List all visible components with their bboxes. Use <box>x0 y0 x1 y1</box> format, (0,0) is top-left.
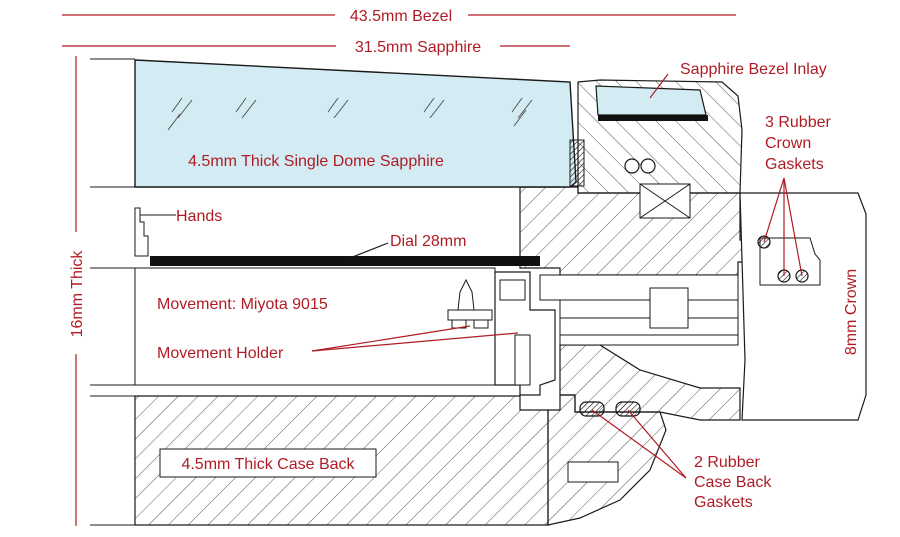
movement-holder-label: Movement Holder <box>157 345 284 362</box>
crown-gaskets-line-3: Gaskets <box>765 156 824 173</box>
case-back-gaskets: 2 Rubber Case Back Gaskets <box>579 401 772 511</box>
crown: 8mm Crown <box>739 192 867 421</box>
movement-label: Movement: Miyota 9015 <box>157 296 328 313</box>
sapphire-dimension: 31.5mm Sapphire <box>62 39 570 56</box>
dial: Dial 28mm <box>150 233 540 266</box>
case-back: 4.5mm Thick Case Back <box>134 394 667 526</box>
bezel-inlay-callout: Sapphire Bezel Inlay <box>649 61 827 99</box>
thickness-dimension-label: 16mm Thick <box>69 250 86 338</box>
sapphire-dimension-label: 31.5mm Sapphire <box>355 39 481 56</box>
glass-reflection-marks <box>167 97 533 131</box>
movement-holder-callout: Movement Holder <box>157 325 519 362</box>
crown-dimension-label: 8mm Crown <box>843 269 860 355</box>
bezel-dimension-label: 43.5mm Bezel <box>350 8 452 25</box>
case-back-gaskets-line-3: Gaskets <box>694 494 753 511</box>
bezel <box>577 79 743 219</box>
crown-gaskets-callout: 3 Rubber Crown Gaskets <box>763 114 831 277</box>
case-back-label: 4.5mm Thick Case Back <box>181 456 355 473</box>
case-back-gaskets-line-2: Case Back <box>694 474 772 491</box>
crown-gaskets-line-1: 3 Rubber <box>765 114 831 131</box>
mid-case <box>519 186 746 421</box>
crown-gaskets-line-2: Crown <box>765 135 811 152</box>
case-back-gaskets-line-1: 2 Rubber <box>694 454 760 471</box>
bezel-inlay-label: Sapphire Bezel Inlay <box>680 61 827 78</box>
dial-label: Dial 28mm <box>390 233 466 250</box>
dome-sapphire-label: 4.5mm Thick Single Dome Sapphire <box>188 153 444 170</box>
bezel-dimension: 43.5mm Bezel <box>62 8 736 25</box>
construction-lines <box>90 58 135 526</box>
movement: Movement: Miyota 9015 <box>134 267 556 396</box>
hands-label: Hands <box>176 208 222 225</box>
thickness-dimension: 16mm Thick <box>69 56 86 526</box>
sapphire-crystal: 4.5mm Thick Single Dome Sapphire <box>134 59 585 188</box>
hands: Hands <box>134 207 222 257</box>
